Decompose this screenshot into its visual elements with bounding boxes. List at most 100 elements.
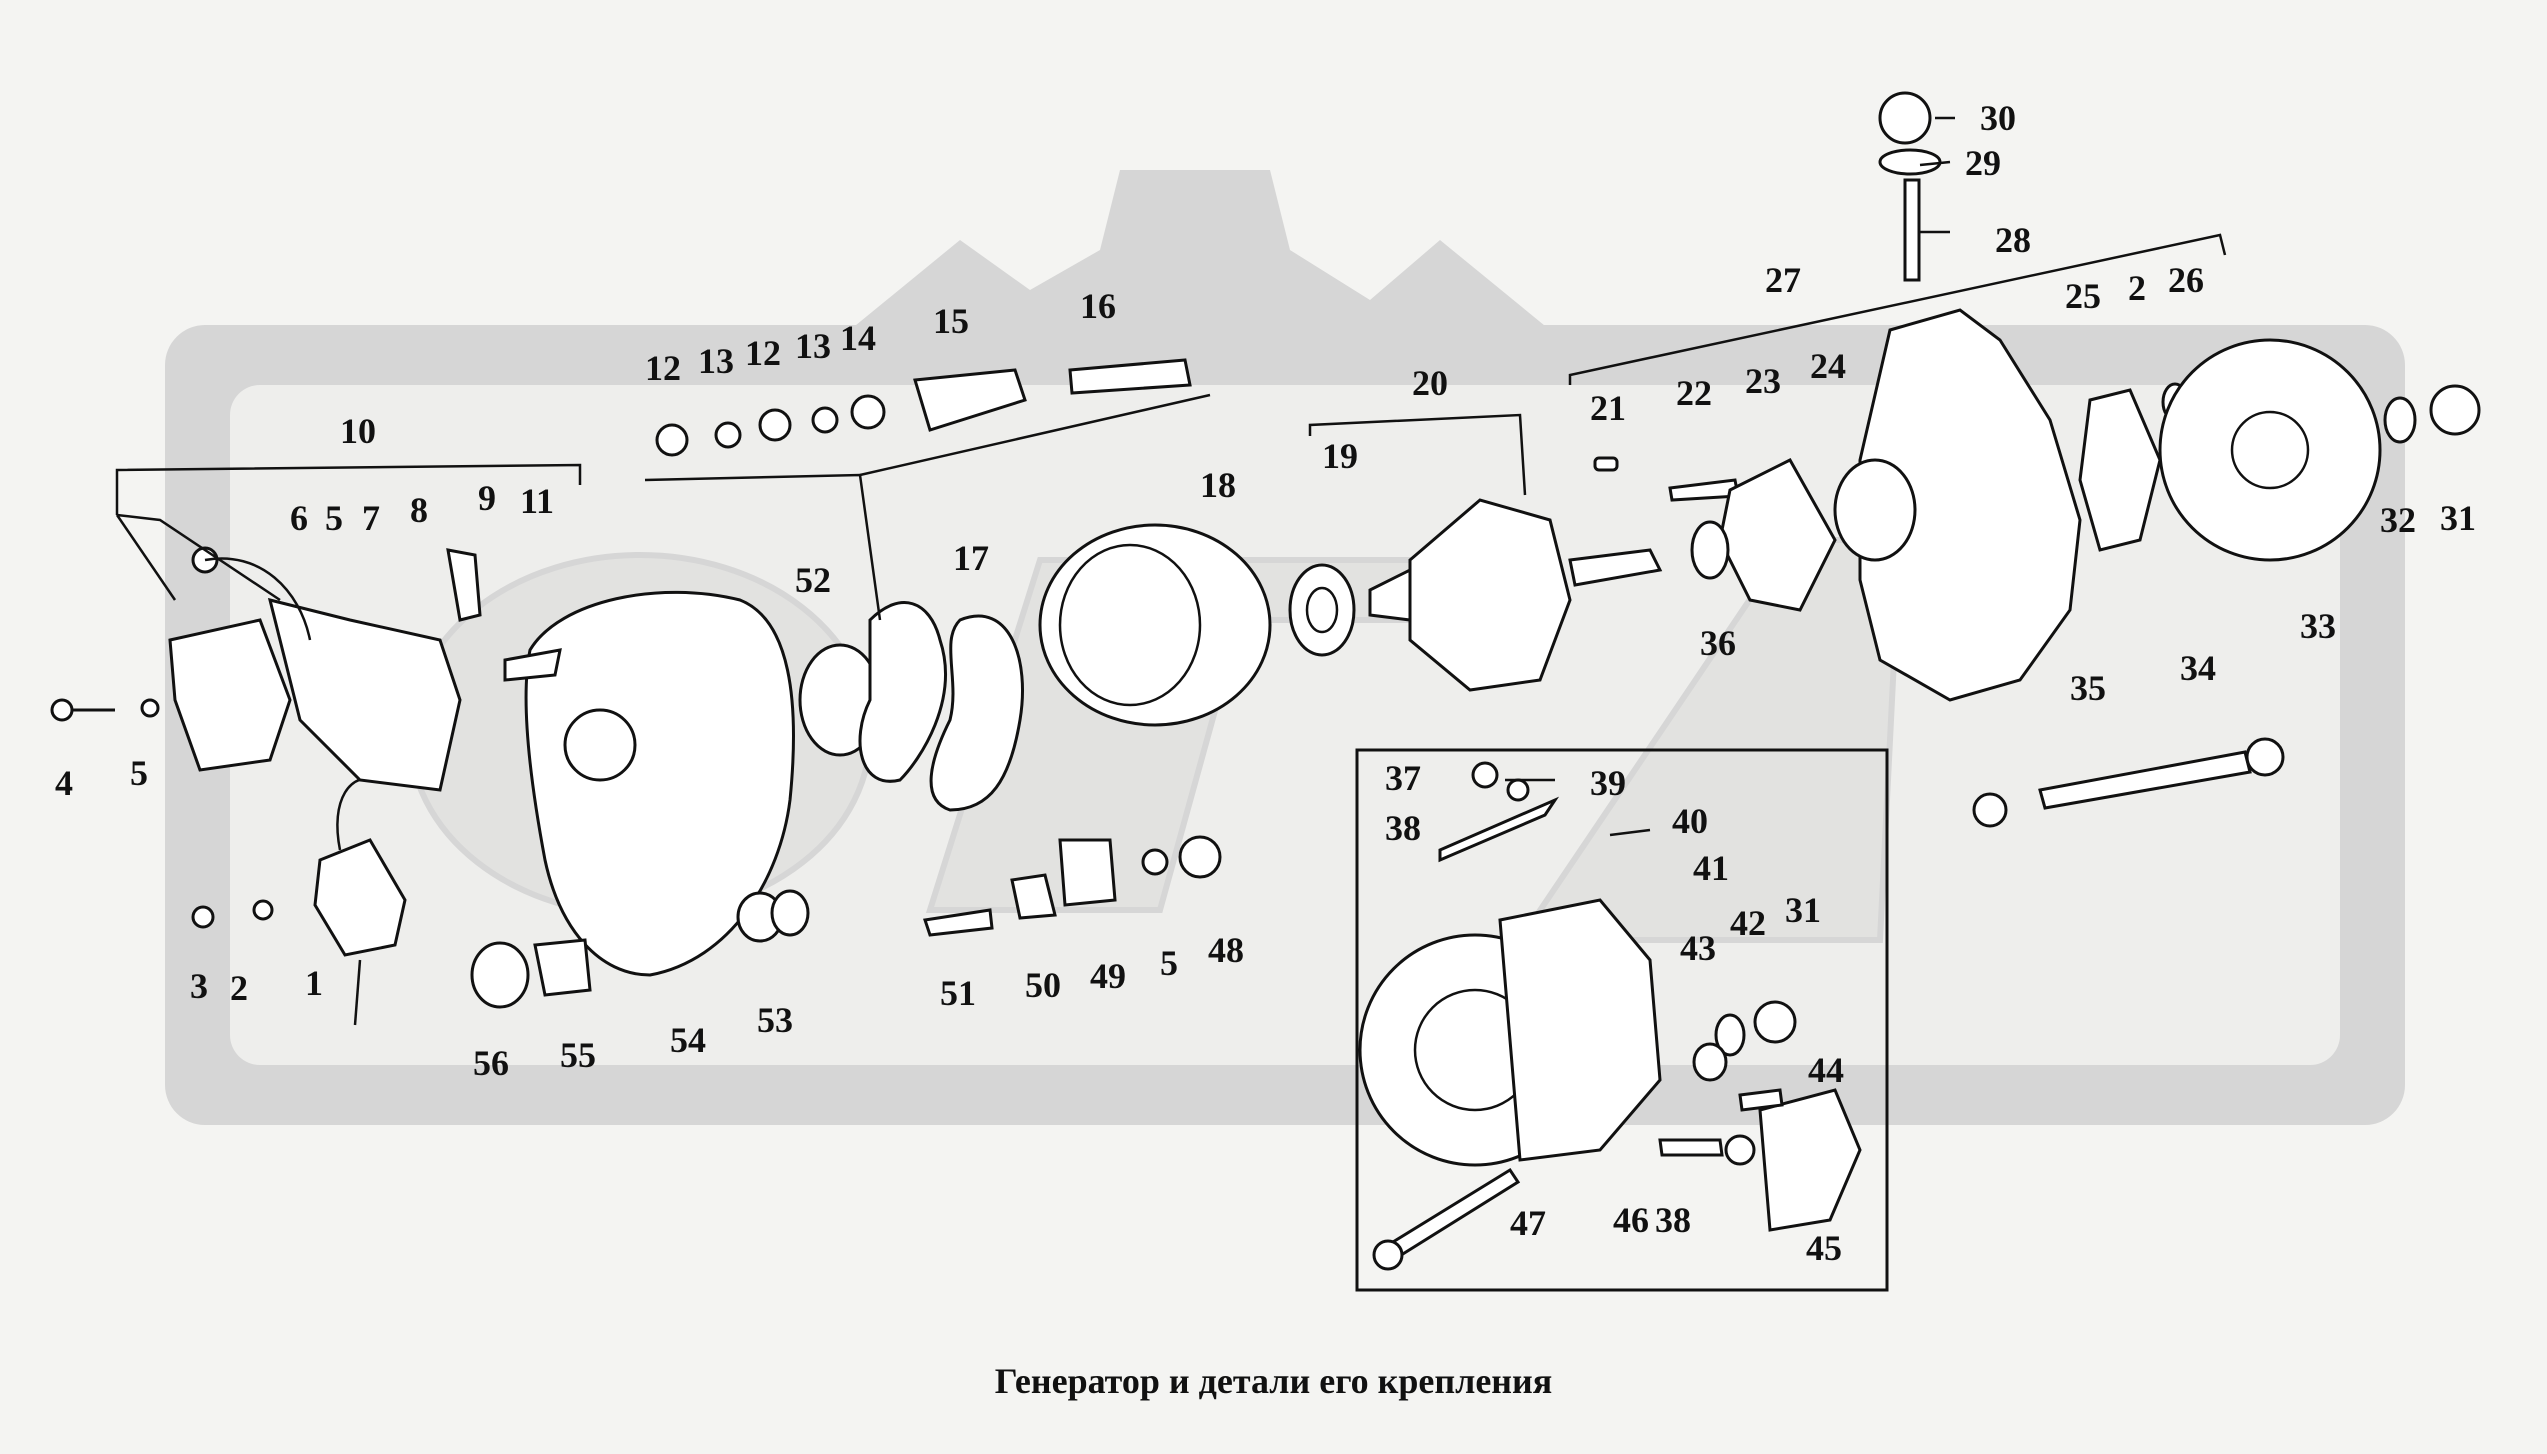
part-24-bearing — [1833, 458, 1917, 562]
label-16: 16 — [1080, 286, 1116, 326]
label-51: 51 — [940, 973, 976, 1013]
label-35: 35 — [2070, 668, 2106, 708]
label-43: 43 — [1680, 928, 1716, 968]
label-49: 49 — [1090, 956, 1126, 996]
part-49-block — [1058, 838, 1117, 907]
label-37: 37 — [1385, 758, 1421, 798]
label-3: 3 — [190, 966, 208, 1006]
label-34: 34 — [2180, 648, 2216, 688]
label-46: 46 — [1613, 1200, 1649, 1240]
part-48-nut — [1178, 835, 1222, 879]
part-45-bracket — [1758, 1088, 1862, 1232]
label-13: 13 — [698, 341, 734, 381]
part-31-nut — [2429, 384, 2481, 436]
label-6: 6 — [290, 498, 308, 538]
label-30: 30 — [1980, 98, 2016, 138]
label-18: 18 — [1200, 465, 1236, 505]
label-38-repeat: 38 — [1655, 1200, 1691, 1240]
part-16-bolt — [1068, 358, 1192, 395]
diagram-caption: Генератор и детали его крепления — [994, 1361, 1553, 1401]
label-11: 11 — [520, 481, 554, 521]
part-36-ring — [1690, 520, 1730, 580]
part-34-bolt — [2038, 750, 2252, 810]
label-40: 40 — [1672, 801, 1708, 841]
label-1: 1 — [305, 963, 323, 1003]
part-18-stator — [1038, 523, 1272, 727]
part-drawings — [50, 91, 2481, 1292]
part-55-sleeve — [533, 938, 592, 997]
label-54: 54 — [670, 1020, 706, 1060]
label-2: 2 — [230, 968, 248, 1008]
part-2-washer — [252, 899, 274, 921]
part-31-nut-inset — [1753, 1000, 1797, 1044]
part-56-bushing — [470, 941, 530, 1009]
label-7: 7 — [362, 498, 380, 538]
label-21: 21 — [1590, 388, 1626, 428]
part-35-nut — [1972, 792, 2008, 828]
label-12: 12 — [645, 348, 681, 388]
label-38: 38 — [1385, 808, 1421, 848]
label-32: 32 — [2380, 500, 2416, 540]
label-8: 8 — [410, 490, 428, 530]
label-56: 56 — [473, 1043, 509, 1083]
label-17: 17 — [953, 538, 989, 578]
inset-frame — [1355, 748, 1889, 1292]
label-4: 4 — [55, 763, 73, 803]
label-42: 42 — [1730, 903, 1766, 943]
part-19-bearing — [1288, 563, 1356, 657]
part-3-screw — [191, 905, 215, 929]
part-32-washer — [2383, 396, 2417, 444]
label-19: 19 — [1322, 436, 1358, 476]
label-31: 31 — [2440, 498, 2476, 538]
part-13-washer — [714, 421, 742, 449]
label-48: 48 — [1208, 930, 1244, 970]
part-17-rectifier — [858, 601, 947, 783]
label-31-repeat: 31 — [1785, 890, 1821, 930]
label-39: 39 — [1590, 763, 1626, 803]
part-12-nut — [655, 423, 689, 457]
label-36: 36 — [1700, 623, 1736, 663]
part-25-plate — [2078, 388, 2162, 552]
part-29-washer — [1878, 148, 1942, 176]
label-53: 53 — [757, 1000, 793, 1040]
label-26: 26 — [2168, 260, 2204, 300]
part-46-bolt — [1658, 1138, 1724, 1157]
label-5: 5 — [130, 753, 148, 793]
label-13-repeat: 13 — [795, 326, 831, 366]
part-33-fan — [2158, 338, 2382, 562]
label-55: 55 — [560, 1035, 596, 1075]
label-5-repeat-a: 5 — [325, 498, 343, 538]
part-50-clip — [1010, 873, 1057, 920]
part-28-stud — [1903, 178, 1921, 282]
label-45: 45 — [1806, 1228, 1842, 1268]
label-29: 29 — [1965, 143, 2001, 183]
part-44-bolt — [1738, 1088, 1784, 1112]
label-24: 24 — [1810, 346, 1846, 386]
label-47: 47 — [1510, 1203, 1546, 1243]
part-15-sleeve — [913, 368, 1027, 432]
label-41: 41 — [1693, 848, 1729, 888]
label-10: 10 — [340, 411, 376, 451]
part-39-plate — [1438, 796, 1560, 863]
label-52: 52 — [795, 560, 831, 600]
label-23: 23 — [1745, 361, 1781, 401]
label-2-repeat: 2 — [2128, 268, 2146, 308]
label-5-repeat-b: 5 — [1160, 943, 1178, 983]
part-30-nut — [1878, 91, 1932, 145]
part-labels: 1 2 2 3 4 5 5 5 6 7 8 9 10 11 12 12 13 1… — [55, 98, 2476, 1268]
label-28: 28 — [1995, 220, 2031, 260]
label-15: 15 — [933, 301, 969, 341]
part-20-rotor — [1408, 498, 1572, 692]
label-33: 33 — [2300, 606, 2336, 646]
part-14-washer — [850, 394, 886, 430]
part-10-regulator — [168, 618, 292, 772]
label-9: 9 — [478, 478, 496, 518]
label-12-repeat: 12 — [745, 333, 781, 373]
label-20: 20 — [1412, 363, 1448, 403]
label-25: 25 — [2065, 276, 2101, 316]
part-21-key — [1593, 456, 1619, 472]
part-37-nut — [1471, 761, 1499, 789]
part-9-bracket — [446, 548, 482, 622]
leader-lines — [115, 116, 2227, 1026]
